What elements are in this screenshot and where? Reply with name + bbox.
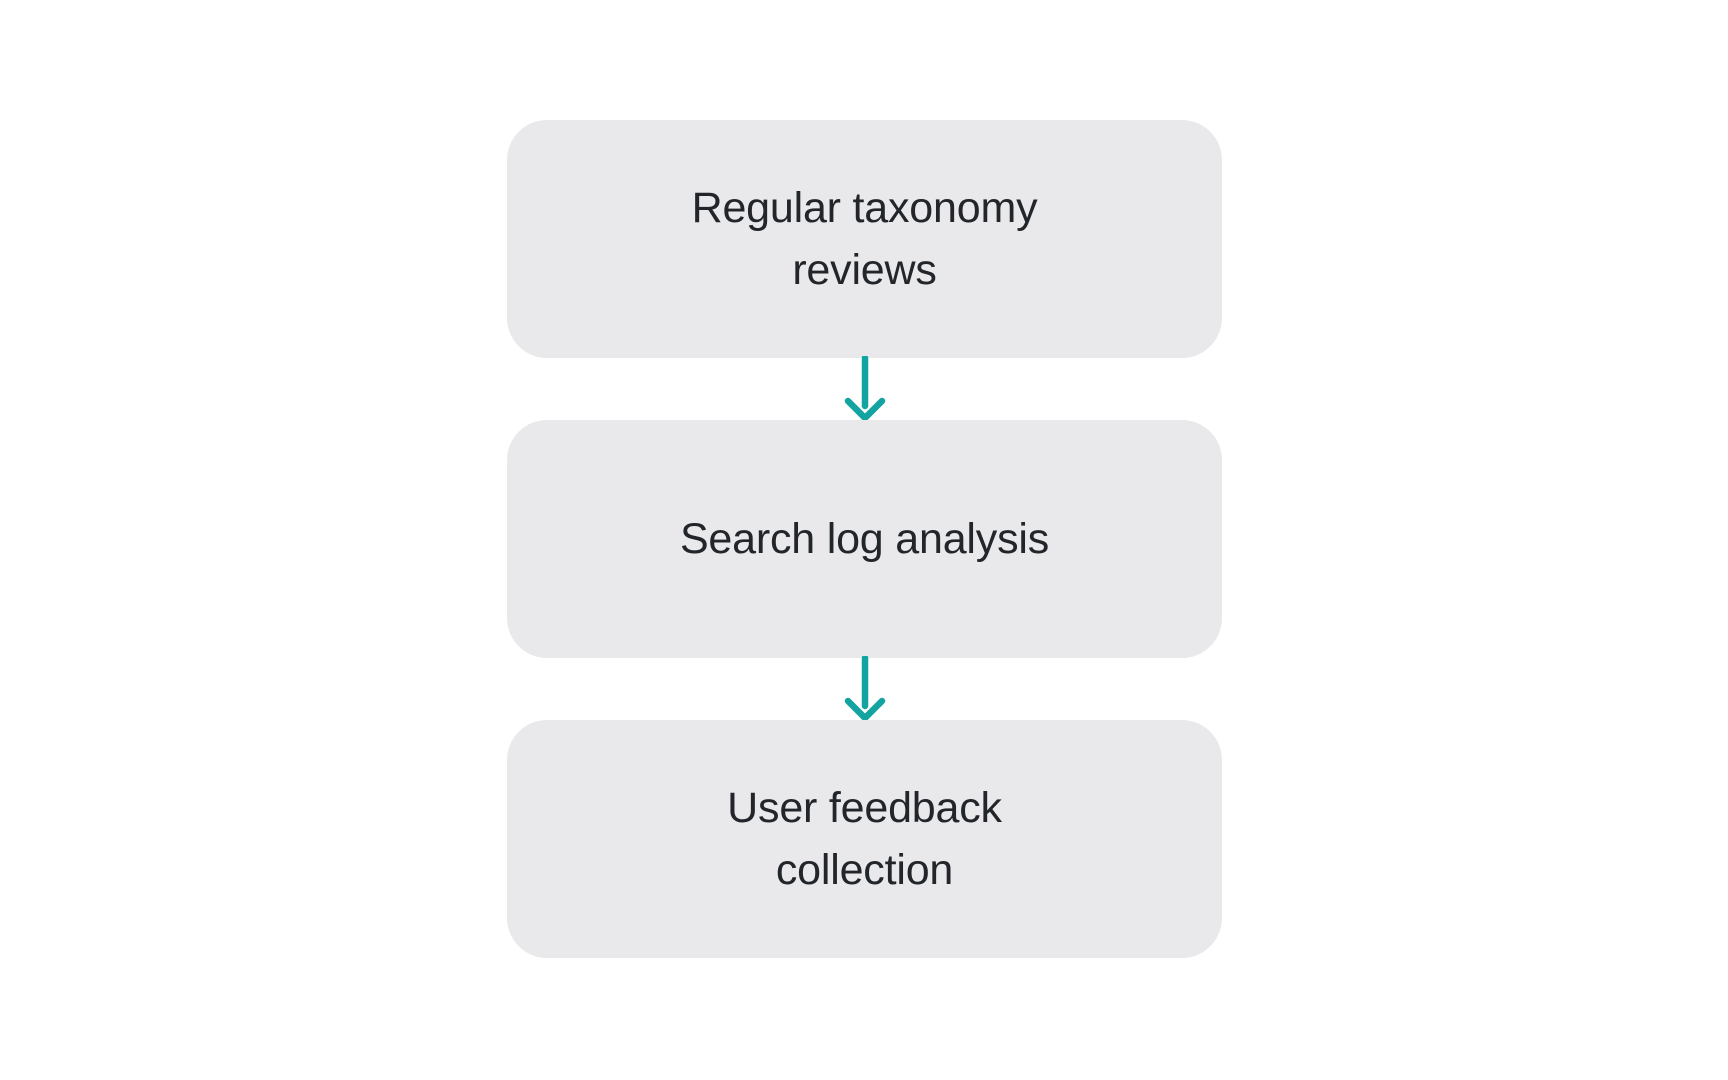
flow-node-label: Search log analysis: [679, 514, 1050, 563]
flow-node-search-log-analysis[interactable]: Search log analysis: [507, 420, 1222, 658]
arrow-down-icon: [844, 354, 886, 422]
flow-node-regular-taxonomy-reviews[interactable]: Regular taxonomy reviews: [507, 120, 1222, 358]
flow-node-label: User feedback collection: [727, 783, 1002, 894]
flow-node-label: Regular taxonomy reviews: [691, 183, 1038, 294]
arrow-down-icon: [844, 654, 886, 722]
flow-edge-node0-to-node1: [835, 354, 895, 422]
flow-node-user-feedback-collection[interactable]: User feedback collection: [507, 720, 1222, 958]
flow-edge-node1-to-node2: [835, 654, 895, 722]
